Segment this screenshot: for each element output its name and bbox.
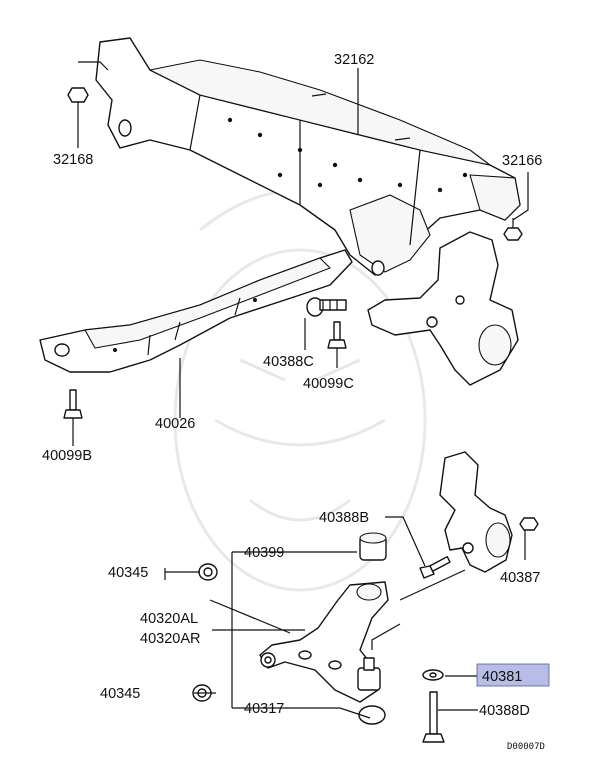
label-40345-lower: 40345	[100, 686, 140, 702]
label-40388D: 40388D	[479, 703, 530, 719]
label-40388B: 40388B	[319, 510, 369, 526]
label-40345-upper: 40345	[108, 565, 148, 581]
front-crossmember	[95, 37, 521, 276]
label-40099B: 40099B	[42, 448, 92, 464]
washer-40345-upper	[198, 563, 218, 581]
label-32162: 32162	[334, 52, 374, 68]
bolt-40388B	[419, 556, 451, 579]
label-40320AR: 40320AR	[140, 631, 200, 647]
label-40317: 40317	[244, 701, 284, 717]
nut-40387	[519, 517, 539, 531]
bushing-40399	[359, 532, 387, 561]
label-40387: 40387	[500, 570, 540, 586]
leader-lines	[72, 61, 529, 719]
lower-arm-40320	[259, 581, 389, 703]
label-40381: 40381	[482, 669, 522, 685]
label-40320AL: 40320AL	[140, 611, 198, 627]
knuckle-lower	[439, 451, 513, 573]
nut-32166	[503, 218, 523, 241]
label-32168: 32168	[53, 152, 93, 168]
label-40399: 40399	[244, 545, 284, 561]
knuckle-upper	[367, 231, 519, 386]
highlight-box-40381	[476, 663, 550, 687]
bolt-40388D	[422, 691, 445, 743]
bolt-40099B	[63, 389, 83, 419]
label-40026: 40026	[155, 416, 195, 432]
rear-member	[39, 249, 353, 373]
bolt-40099C	[327, 321, 347, 349]
washer-40381	[422, 669, 444, 681]
label-32166: 32166	[502, 153, 542, 169]
bushing-40388C	[306, 297, 347, 317]
label-40388C: 40388C	[263, 354, 314, 370]
label-40099C: 40099C	[303, 376, 354, 392]
drawing-code: D00007D	[507, 742, 545, 752]
ball-joint	[357, 657, 386, 725]
bolt-32168	[67, 87, 89, 108]
